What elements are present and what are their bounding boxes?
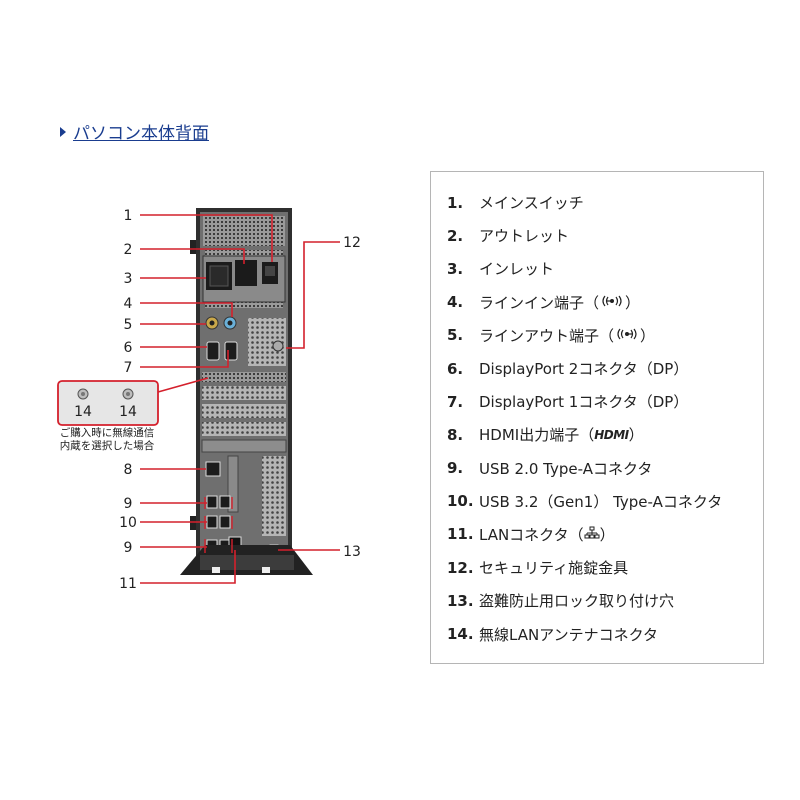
- callout-1: 1: [124, 208, 133, 224]
- line-out-icon: [614, 328, 640, 343]
- legend-number: 10.: [447, 492, 474, 511]
- legend-label: 盗難防止用ロック取り付け穴: [479, 592, 675, 611]
- legend-item: 7. DisplayPort 1コネクタ（DP）: [447, 385, 763, 418]
- wireless-note-line2: 内蔵を選択した場合: [60, 439, 155, 452]
- legend-label: ラインアウト端子（: [479, 326, 615, 345]
- legend-item: 1. メインスイッチ: [447, 186, 763, 219]
- legend-item: 8. HDMI出力端子（ HDMI ）: [447, 418, 763, 451]
- callout-14b: 14: [119, 404, 137, 420]
- legend-item: 10. USB 3.2（Gen1） Type-Aコネクタ: [447, 485, 763, 518]
- legend-item: 3. インレット: [447, 252, 763, 285]
- callout-6: 6: [124, 340, 133, 356]
- callout-5: 5: [124, 317, 133, 333]
- callout-lines: [140, 214, 340, 584]
- legend-label-suffix: ）: [625, 293, 641, 312]
- legend-label: アウトレット: [479, 227, 570, 246]
- legend-label: USB 2.0 Type-Aコネクタ: [479, 459, 653, 478]
- legend-number: 13.: [447, 591, 474, 610]
- callout-3: 3: [124, 271, 133, 287]
- rear-view-link[interactable]: パソコン本体背面: [60, 119, 209, 144]
- legend-number: 11.: [447, 525, 474, 544]
- callout-14a: 14: [74, 404, 92, 420]
- legend-number: 8.: [447, 425, 464, 444]
- legend: 1. メインスイッチ 2. アウトレット 3. インレット 4. ラインイン端子…: [430, 171, 764, 664]
- legend-label: LANコネクタ（: [479, 525, 584, 544]
- legend-label: DisplayPort 1コネクタ（DP）: [479, 393, 689, 412]
- callout-12: 12: [343, 235, 361, 251]
- legend-item: 12. セキュリティ施錠金具: [447, 551, 763, 584]
- legend-item: 4. ラインイン端子（ ）: [447, 286, 763, 319]
- legend-label: DisplayPort 2コネクタ（DP）: [479, 360, 689, 379]
- legend-label-suffix: ）: [599, 525, 615, 544]
- legend-item: 5. ラインアウト端子（ ）: [447, 319, 763, 352]
- legend-label-suffix: ）: [640, 326, 656, 345]
- triangle-right-icon: [60, 126, 66, 137]
- callout-7: 7: [124, 360, 133, 376]
- legend-label: メインスイッチ: [479, 194, 584, 213]
- legend-number: 7.: [447, 392, 464, 411]
- lan-icon: [584, 526, 600, 543]
- callout-2: 2: [124, 242, 133, 258]
- legend-item: 6. DisplayPort 2コネクタ（DP）: [447, 352, 763, 385]
- legend-item: 2. アウトレット: [447, 219, 763, 252]
- callout-8: 8: [124, 462, 133, 478]
- legend-number: 2.: [447, 226, 464, 245]
- legend-number: 6.: [447, 359, 464, 378]
- legend-number: 14.: [447, 625, 474, 644]
- legend-number: 9.: [447, 459, 464, 478]
- legend-number: 3.: [447, 259, 464, 278]
- callout-9b: 9: [124, 540, 133, 556]
- callout-10: 10: [119, 515, 137, 531]
- legend-item: 13. 盗難防止用ロック取り付け穴: [447, 584, 763, 617]
- legend-number: 4.: [447, 293, 464, 312]
- legend-item: 14. 無線LANアンテナコネクタ: [447, 617, 763, 650]
- callout-9a: 9: [124, 496, 133, 512]
- rear-view-link-text[interactable]: パソコン本体背面: [73, 124, 209, 144]
- wireless-note-line1: ご購入時に無線通信: [60, 426, 155, 439]
- legend-label: セキュリティ施錠金具: [479, 559, 629, 578]
- legend-label: ラインイン端子（: [479, 293, 600, 312]
- pc-case: [180, 208, 313, 575]
- legend-item: 11. LANコネクタ（ ）: [447, 518, 763, 551]
- legend-item: 9. USB 2.0 Type-Aコネクタ: [447, 452, 763, 485]
- legend-label-suffix: ）: [628, 426, 644, 445]
- legend-label: USB 3.2（Gen1） Type-Aコネクタ: [479, 492, 723, 511]
- callout-13: 13: [343, 544, 361, 560]
- legend-label: HDMI出力端子（: [479, 426, 595, 445]
- legend-number: 5.: [447, 326, 464, 345]
- callout-11: 11: [119, 576, 137, 592]
- callout-4: 4: [124, 296, 133, 312]
- hdmi-logo: HDMI: [594, 427, 629, 442]
- legend-label: インレット: [479, 260, 555, 279]
- legend-label: 無線LANアンテナコネクタ: [479, 625, 658, 644]
- line-in-icon: [599, 295, 625, 310]
- wireless-antenna-inset: 14 14: [57, 380, 159, 426]
- legend-number: 1.: [447, 193, 464, 212]
- legend-number: 12.: [447, 558, 474, 577]
